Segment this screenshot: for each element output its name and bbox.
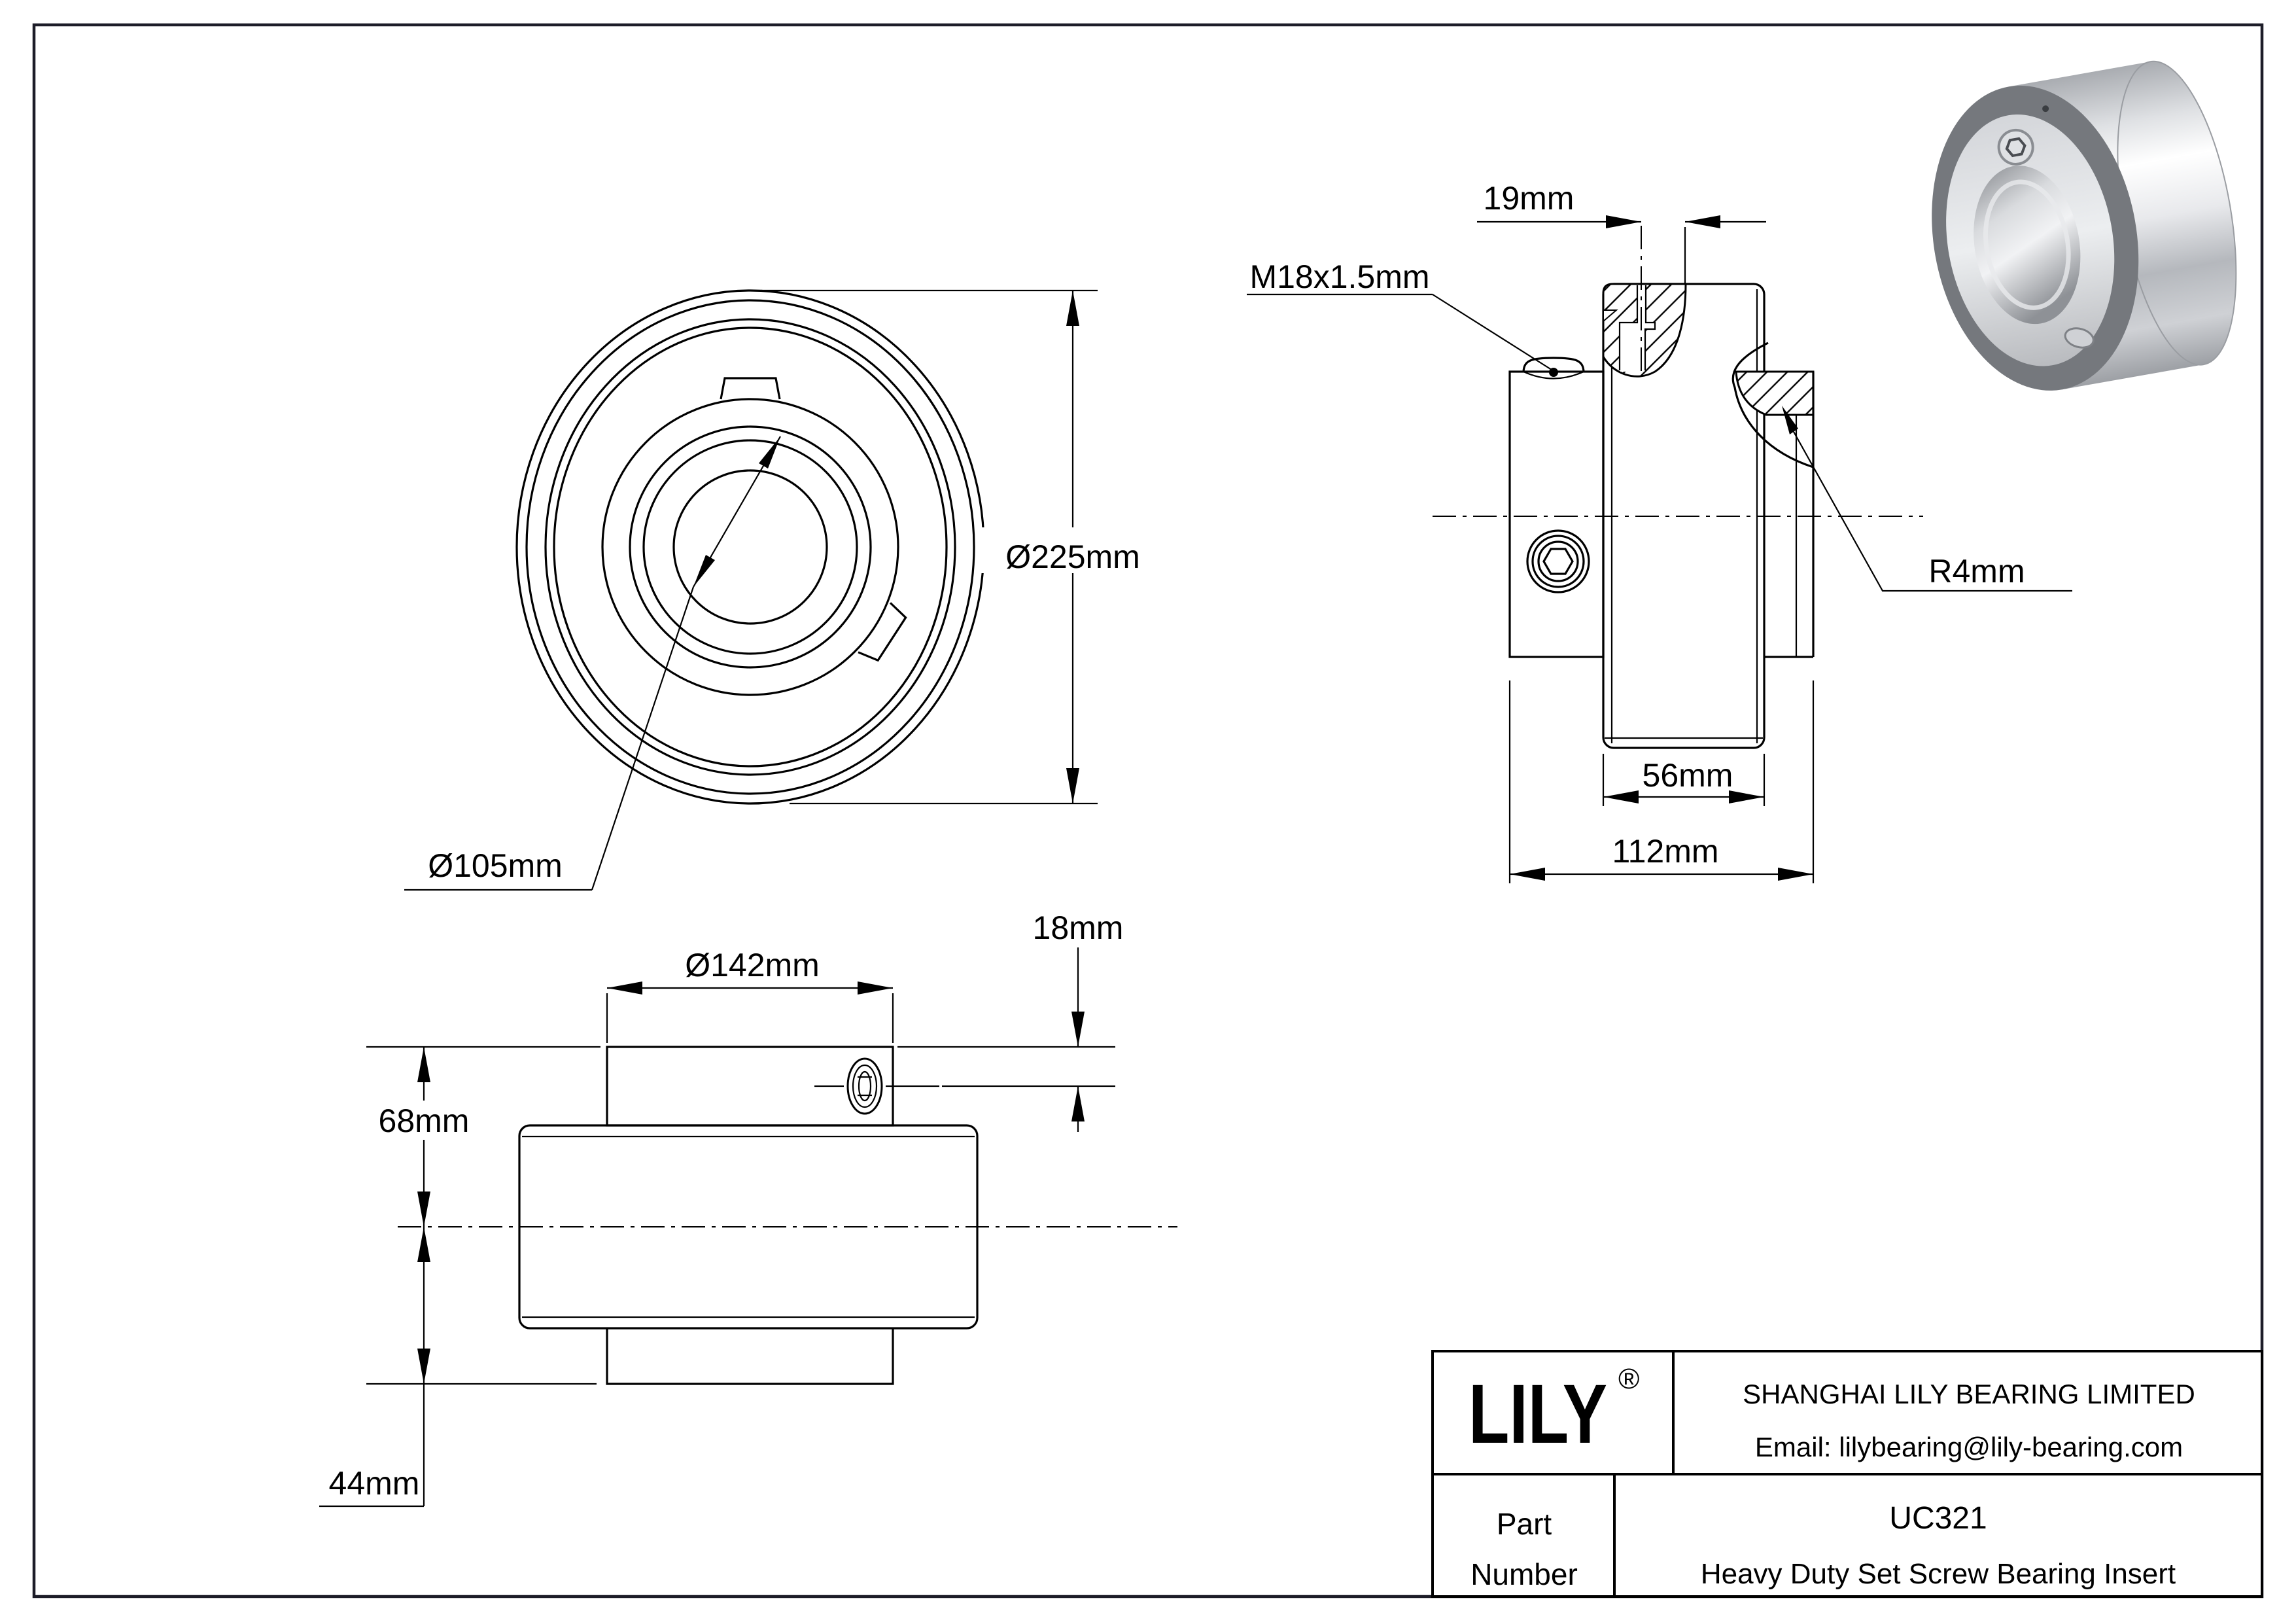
arrowhead <box>417 1349 430 1384</box>
lily-logo: LILY <box>1469 1368 1607 1461</box>
dim-text-mask <box>981 527 1164 573</box>
part-number-label-line1: Part <box>1497 1507 1552 1541</box>
company-name: SHANGHAI LILY BEARING LIMITED <box>1743 1379 2195 1409</box>
arrowhead <box>1603 790 1639 803</box>
setscrew-bore-outline <box>1618 285 1656 370</box>
arrowhead <box>417 1192 430 1227</box>
front-od-dimension: Ø225mm <box>761 289 1164 805</box>
section-fillet-label: R4mm <box>1928 553 2025 590</box>
dim-text-mask <box>373 1101 475 1140</box>
title-block: LILY ® SHANGHAI LILY BEARING LIMITED Ema… <box>1431 1350 2263 1598</box>
elevation-bottom-extension <box>606 1328 894 1385</box>
section-hex-socket-screw <box>1526 529 1590 593</box>
front-locking-tab-side <box>858 602 907 662</box>
front-bore-dim-label: Ø105mm <box>428 847 563 884</box>
elevation-setscrew <box>814 1057 939 1115</box>
arrowhead <box>1782 406 1798 434</box>
arrowhead <box>607 981 642 995</box>
front-bore-dimension: Ø105mm <box>404 436 781 891</box>
elevation-collar <box>606 1046 894 1127</box>
elevation-height-dimensions: 68mm 44mm <box>319 1046 600 1508</box>
section-offset-dim-label: 19mm <box>1484 180 1574 217</box>
section-collar <box>1508 370 1605 658</box>
sheet-border <box>32 23 2264 1598</box>
section-total-width-label: 112mm <box>1612 833 1718 870</box>
part-description: Heavy Duty Set Screw Bearing Insert <box>1701 1558 2176 1590</box>
arrowhead <box>1066 291 1079 326</box>
elevation-screw-offset-dimension: 18mm <box>897 909 1123 1132</box>
registered-mark: ® <box>1618 1363 1639 1395</box>
section-thread-label: M18x1.5mm <box>1249 258 1429 295</box>
arrowhead <box>1729 790 1764 803</box>
render-setscrew-hex <box>2005 137 2026 158</box>
section-fillet-callout: R4mm <box>1782 406 2072 592</box>
part-number-label-line2: Number <box>1470 1557 1578 1591</box>
arrowhead <box>417 1047 430 1082</box>
arrowhead <box>1685 215 1720 228</box>
arrowhead <box>693 555 715 587</box>
elevation-collar-od-label: Ø142mm <box>685 947 820 983</box>
section-top-hatch <box>1602 283 1687 378</box>
section-view: 19mm M18x1.5mm R4mm 56mm <box>1247 180 2072 883</box>
arrowhead <box>1606 215 1641 228</box>
company-email: Email: lilybearing@lily-bearing.com <box>1755 1432 2183 1462</box>
section-outer-width-label: 56mm <box>1643 757 1733 794</box>
render-setscrew <box>1997 128 2034 166</box>
part-number-value: UC321 <box>1889 1501 1987 1536</box>
section-setscrew-head <box>1522 357 1585 380</box>
front-od-dim-label: Ø225mm <box>1005 538 1140 575</box>
front-locking-tab-top <box>720 377 781 400</box>
elevation-outer-ring <box>518 1124 979 1330</box>
elevation-view: Ø142mm 18mm 68mm 44mm <box>319 909 1177 1508</box>
arrowhead <box>1778 868 1813 881</box>
section-thread-callout: M18x1.5mm <box>1247 258 1554 372</box>
render-bore-highlight <box>1983 179 2071 310</box>
render-setscrew-2 <box>2064 327 2095 349</box>
section-outer-width-dimension: 56mm <box>1602 754 1765 806</box>
arrowhead <box>858 981 893 995</box>
arrowhead <box>1066 768 1079 803</box>
front-outer-rings <box>515 289 985 805</box>
arrowhead <box>1071 1012 1085 1047</box>
render-3d <box>1932 60 2237 391</box>
arrowhead <box>417 1227 430 1262</box>
front-view: Ø105mm Ø225mm <box>404 289 1164 891</box>
elevation-upper-height-label: 68mm <box>379 1103 470 1139</box>
section-total-width-dimension: 112mm <box>1508 680 1815 883</box>
elevation-lower-height-label: 44mm <box>329 1465 420 1502</box>
elevation-collar-od-dimension: Ø142mm <box>606 947 894 1043</box>
arrowhead <box>1510 868 1545 881</box>
seal-groove-notch <box>1603 309 1618 323</box>
section-right-hatch <box>1731 342 1815 658</box>
arrowhead <box>1071 1086 1085 1121</box>
arrowhead <box>759 436 780 468</box>
section-offset-dimension: 19mm <box>1477 180 1766 284</box>
render-lube-hole <box>2042 105 2049 113</box>
elevation-screw-offset-label: 18mm <box>1033 909 1124 946</box>
